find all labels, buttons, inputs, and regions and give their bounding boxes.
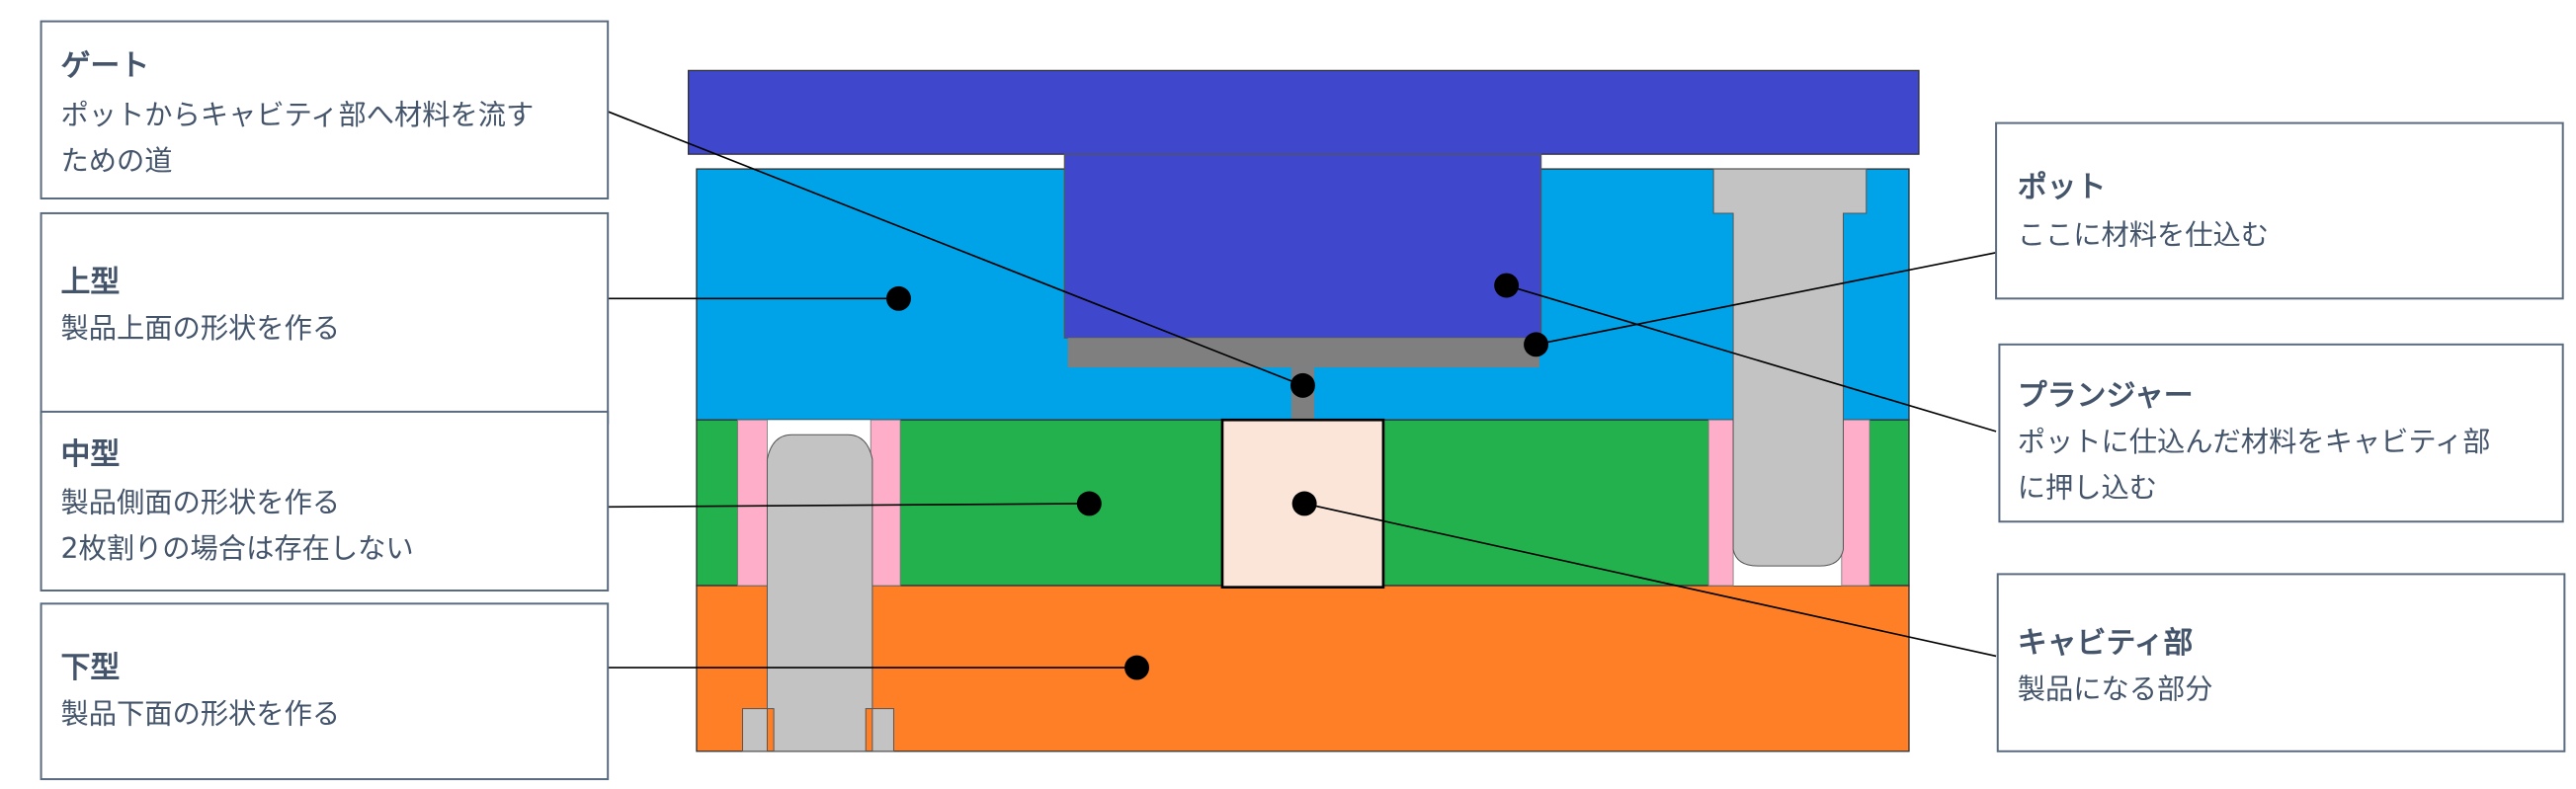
- left-sleeve: [870, 419, 901, 587]
- label-title: ポット: [2018, 170, 2107, 204]
- label-pot: ポット ここに材料を仕込む: [1995, 121, 2564, 300]
- right-sleeve: [1841, 419, 1870, 587]
- label-text: ここに材料を仕込む: [2018, 219, 2269, 252]
- pot: [1067, 338, 1539, 368]
- label-text: 製品になる部分: [2018, 673, 2213, 706]
- mold-cross-section: [687, 69, 1920, 752]
- label-text: 製品下面の形状を作る: [61, 698, 341, 731]
- label-middle-mold: 中型 製品側面の形状を作る 2枚割りの場合は存在しない: [40, 410, 610, 592]
- label-title: ゲート: [61, 48, 150, 83]
- middle-mold-dot: [1076, 491, 1102, 516]
- plunger-dot: [1494, 273, 1520, 298]
- label-lower-mold: 下型 製品下面の形状を作る: [40, 602, 610, 781]
- plunger: [1063, 153, 1542, 339]
- label-text: 2枚割りの場合は存在しない: [61, 532, 414, 565]
- pot-dot: [1524, 332, 1549, 357]
- label-title: プランジャー: [2018, 378, 2194, 413]
- label-text: ための道: [61, 145, 173, 178]
- label-text: ポットに仕込んだ材料をキャビティ部: [2018, 426, 2491, 458]
- top-plate: [687, 69, 1920, 155]
- label-plunger: プランジャー ポットに仕込んだ材料をキャビティ部 に押し込む: [1998, 343, 2564, 523]
- label-text: 製品上面の形状を作る: [61, 312, 341, 345]
- cavity-dot: [1291, 491, 1317, 516]
- label-text: ポットからキャビティ部へ材料を流す: [61, 99, 535, 131]
- plunger-leader: [1506, 284, 1997, 433]
- cavity-leader: [1303, 503, 1997, 658]
- left-sleeve: [737, 419, 768, 587]
- gate-dot: [1289, 372, 1315, 398]
- leader-lines: [607, 111, 1997, 680]
- right-guide-pin: [1712, 168, 1868, 567]
- label-title: 下型: [61, 651, 121, 685]
- middle-mold-leader: [608, 503, 1090, 509]
- label-text: に押し込む: [2018, 471, 2157, 504]
- label-gate: ゲート ポットからキャビティ部へ材料を流す ための道: [40, 20, 610, 199]
- label-title: キャビティ部: [2018, 626, 2194, 661]
- pot-leader: [1536, 251, 1997, 346]
- upper-mold-dot: [885, 285, 911, 311]
- lower-mold-dot: [1124, 655, 1150, 680]
- label-title: 上型: [61, 266, 121, 300]
- right-sleeve: [1707, 419, 1734, 587]
- label-text: 製品側面の形状を作る: [61, 486, 341, 518]
- label-title: 中型: [61, 437, 121, 472]
- gate-leader: [607, 111, 1303, 387]
- label-cavity: キャビティ部 製品になる部分: [1996, 573, 2566, 752]
- left-guide-pin: [742, 434, 894, 752]
- label-upper-mold: 上型 製品上面の形状を作る: [40, 211, 610, 425]
